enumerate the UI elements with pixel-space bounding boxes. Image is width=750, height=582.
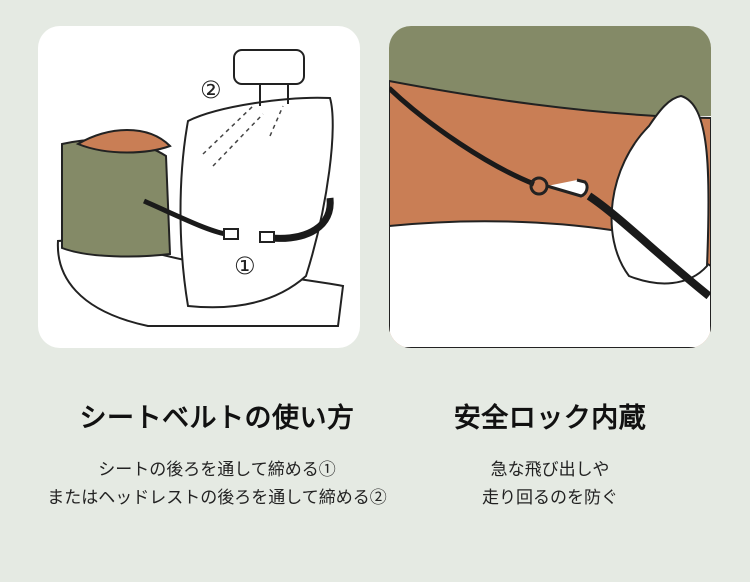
pet-harness-strap <box>586 192 711 300</box>
safety-clip <box>546 178 589 198</box>
car-seat-illustration: ② ① <box>56 49 345 327</box>
buckle-right <box>259 231 275 243</box>
leash-strap <box>389 86 535 187</box>
seatbelt-usage-description: シートの後ろを通して締める① またはヘッドレストの後ろを通して締める② <box>0 456 434 512</box>
seatbelt-usage-title: シートベルトの使い方 <box>79 403 355 434</box>
carrier-side <box>61 138 172 258</box>
safety-lock-description: 急な飛び出しや 走り回るのを防ぐ <box>400 456 700 512</box>
safety-lock-title: 安全ロック内蔵 <box>453 403 647 434</box>
seat-strap-back <box>269 197 334 242</box>
headrest-strap-path <box>202 105 284 167</box>
marker-2: ② <box>200 76 222 104</box>
lock-line-2: 走り回るのを防ぐ <box>482 488 618 508</box>
headrest <box>233 49 305 85</box>
lock-line-1: 急な飛び出しや <box>490 460 610 480</box>
lock-illustration-panel <box>389 26 711 348</box>
carrier-top <box>75 129 172 154</box>
seatbelt-line-1: シートの後ろを通して締める① <box>98 460 336 480</box>
seat-strap <box>142 198 227 237</box>
seat-illustration-panel: ② ① <box>38 26 360 348</box>
buckle-left <box>223 228 239 240</box>
seatbelt-line-2: またはヘッドレストの後ろを通して締める② <box>47 488 387 508</box>
seat-back <box>179 96 334 309</box>
safety-lock-illustration <box>389 26 711 348</box>
marker-1: ① <box>234 252 256 280</box>
